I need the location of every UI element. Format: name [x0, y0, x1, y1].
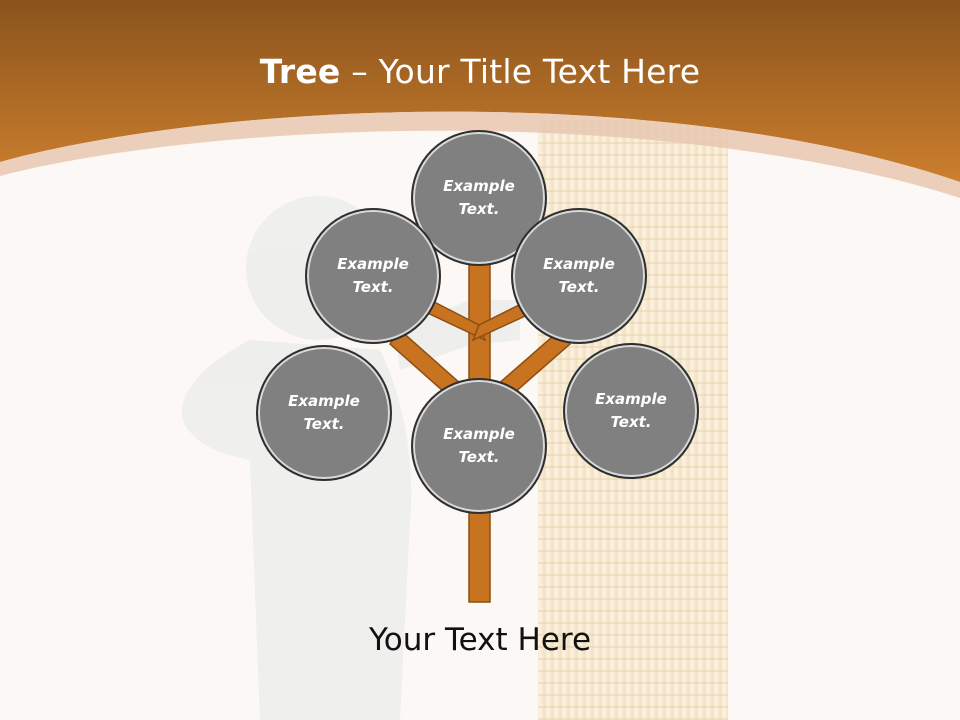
tree-node-upper-right[interactable]: Example Text. [511, 208, 647, 344]
tree-node-label: Example Text. [443, 177, 515, 218]
tree-node-label: Example Text. [288, 392, 360, 433]
slide-title: Tree – Your Title Text Here [0, 52, 960, 91]
tree-node-center[interactable]: Example Text. [411, 378, 547, 514]
tree-node-label: Example Text. [337, 255, 409, 296]
title-rest: – Your Title Text Here [340, 52, 701, 91]
header-band [0, 0, 960, 198]
tree-node-lower-left[interactable]: Example Text. [256, 345, 392, 481]
footer-text: Your Text Here [368, 622, 592, 658]
tree-node-top[interactable]: Example Text. [411, 130, 547, 266]
tree-node-lower-right[interactable]: Example Text. [563, 343, 699, 479]
title-bold: Tree [259, 52, 341, 91]
tree-node-upper-left[interactable]: Example Text. [305, 208, 441, 344]
tree-node-label: Example Text. [443, 425, 515, 466]
tree-node-label: Example Text. [595, 390, 667, 431]
tree-node-label: Example Text. [543, 255, 615, 296]
